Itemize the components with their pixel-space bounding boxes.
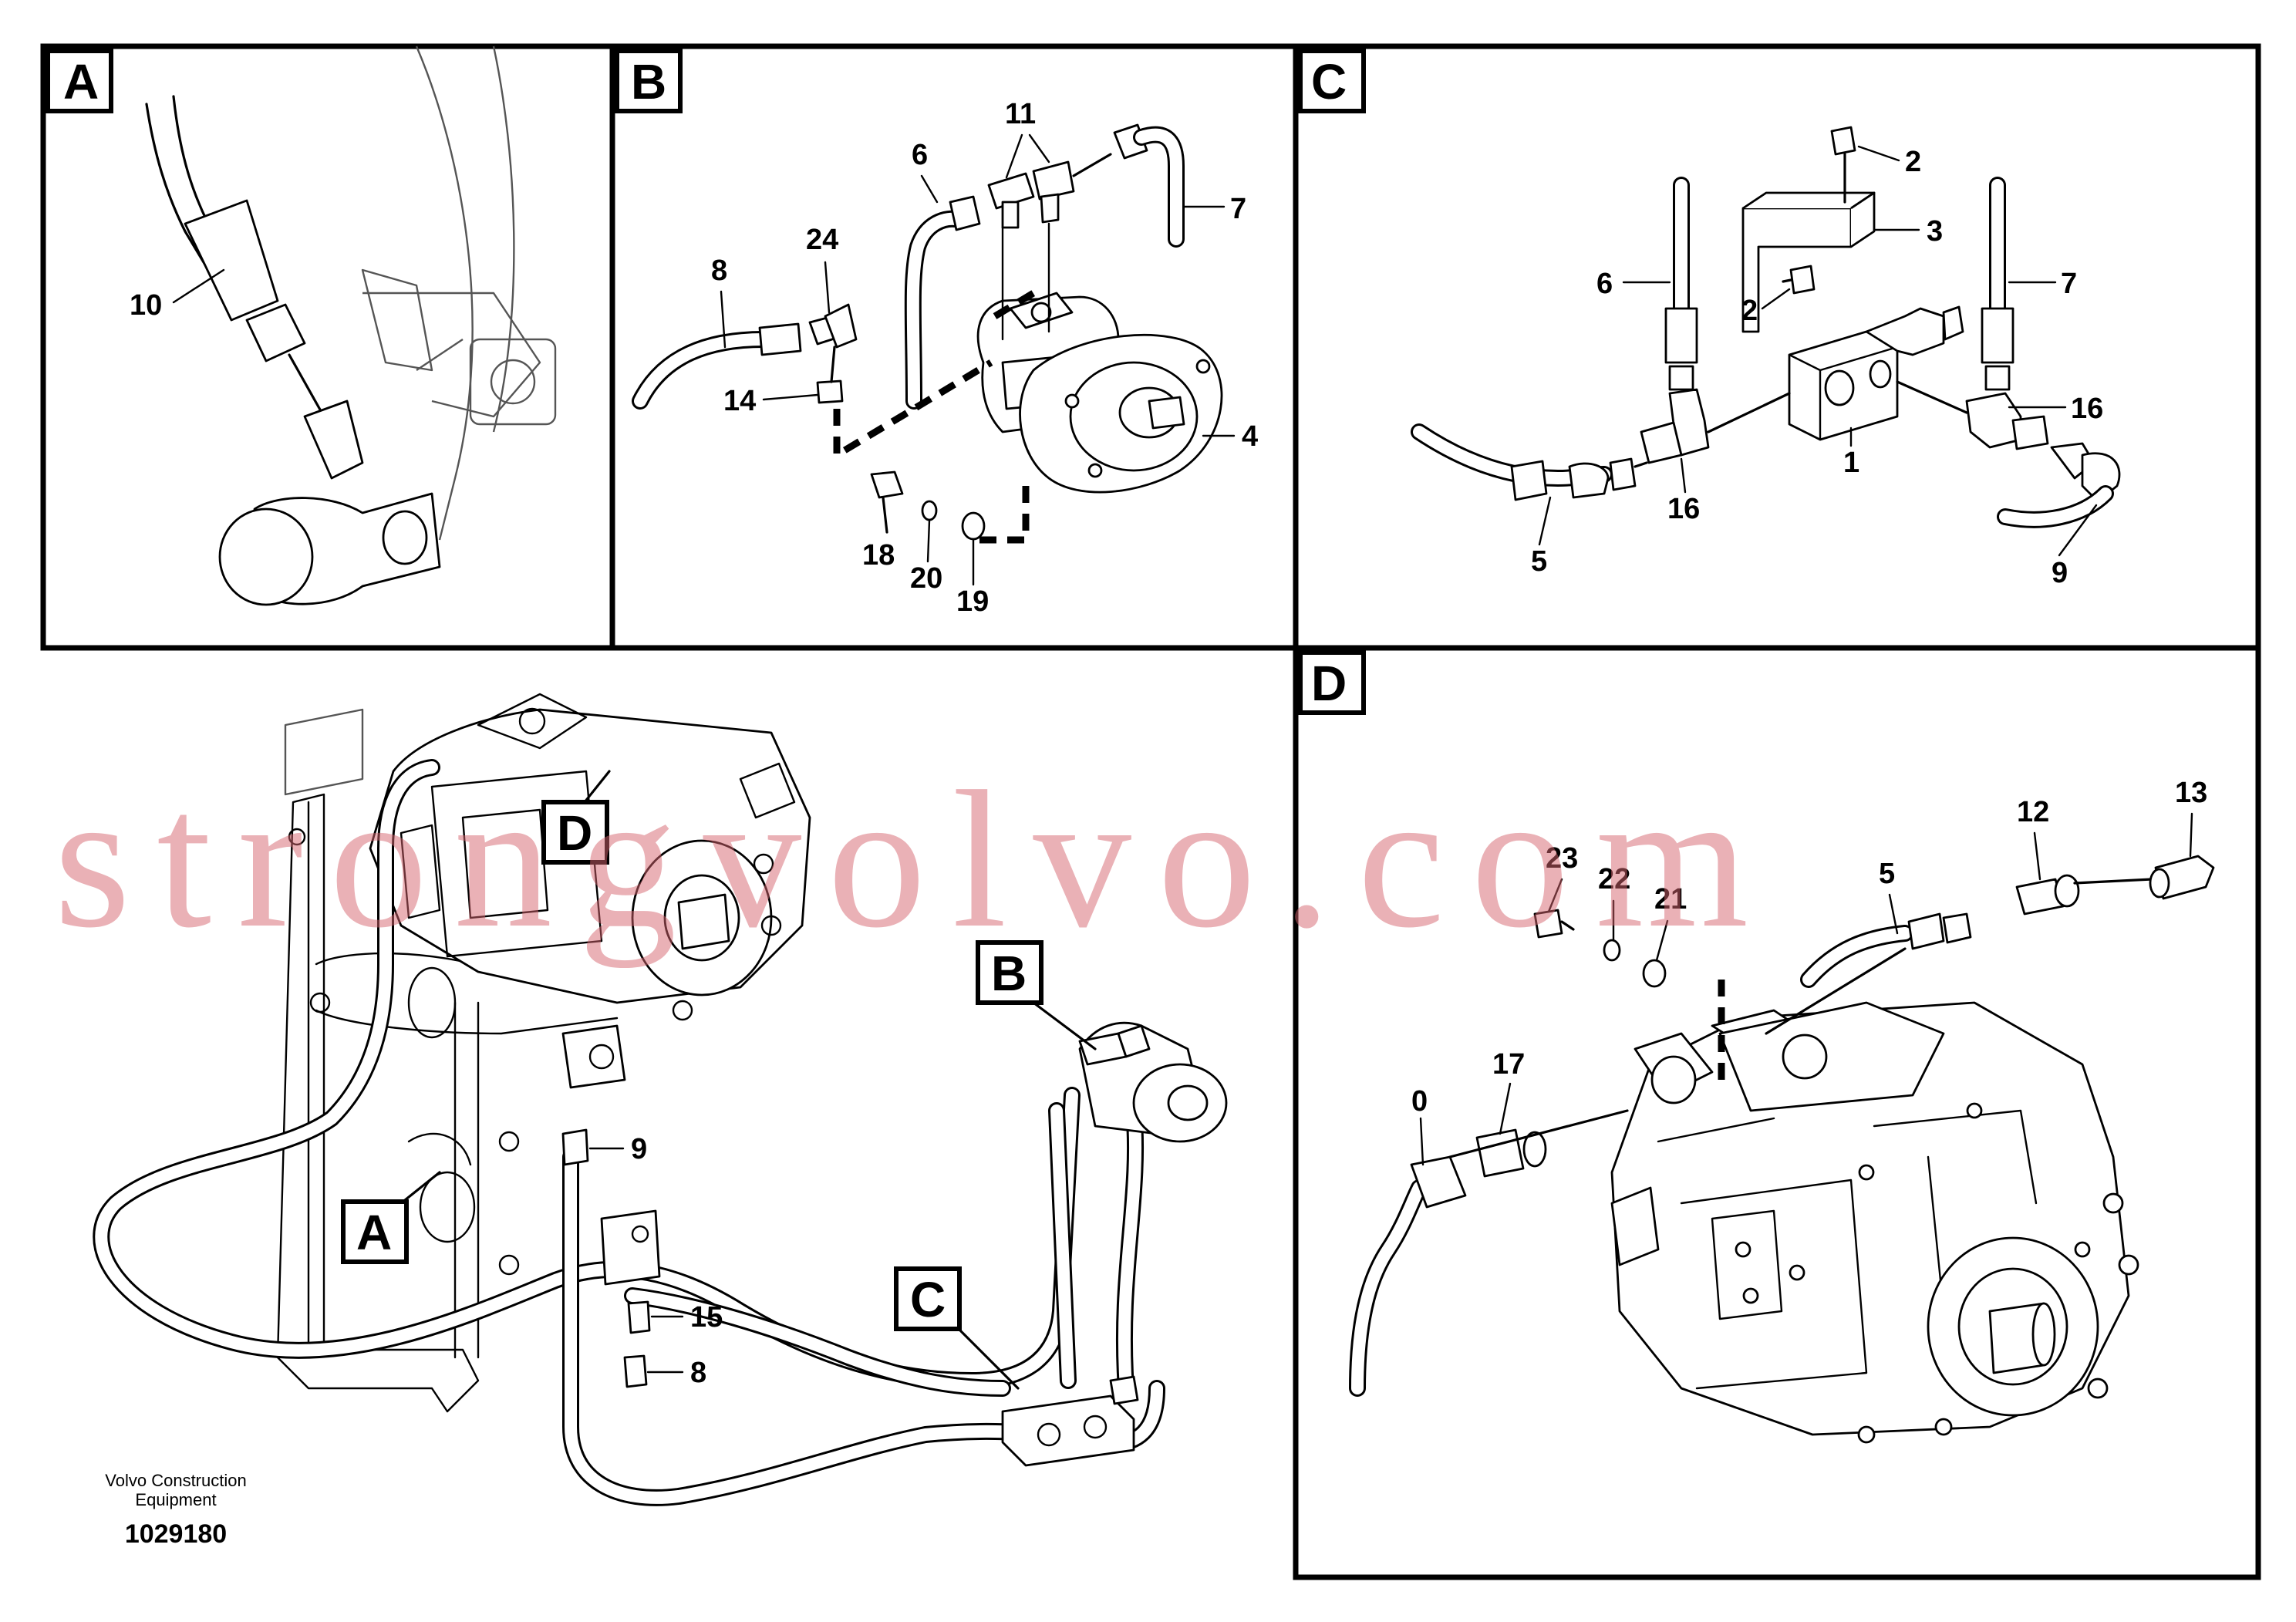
- callout-5: 5: [1531, 545, 1547, 578]
- overview-fitting-15: [627, 1300, 651, 1334]
- hose-d-nut: [1410, 1155, 1467, 1209]
- callout-9: 9: [2052, 557, 2068, 589]
- washer-20: [921, 500, 938, 521]
- pipe-a-cap: [218, 508, 314, 606]
- hose-6-nut: [949, 195, 981, 231]
- callout-7: 7: [2061, 268, 2077, 300]
- panel-b: B: [615, 49, 1258, 618]
- overview-fitting-8: [623, 1354, 648, 1388]
- panel-b-letter-box: [615, 49, 683, 113]
- callout-22: 22: [1598, 863, 1630, 895]
- marker-b: B: [991, 946, 1027, 1001]
- elbow-a: [303, 400, 364, 480]
- pipe-a-port: [382, 510, 428, 565]
- hose-5-fitting: [1907, 912, 1945, 950]
- marker-d-leader: [583, 770, 611, 804]
- tee-11-left: [987, 172, 1035, 210]
- hose-7-fitting: [1981, 307, 2014, 364]
- panel-d-letter: D: [1311, 656, 1347, 711]
- marker-b-leader: [1032, 1001, 1097, 1050]
- callout-14: 14: [723, 385, 756, 417]
- callout-15: 15: [690, 1301, 723, 1334]
- callout-2-side: 2: [1741, 295, 1758, 327]
- bolt-2-top: [1830, 126, 1856, 156]
- callout-20: 20: [910, 562, 942, 595]
- panel-a: A 10: [46, 46, 557, 606]
- fitting-14: [816, 379, 844, 404]
- callout-23: 23: [1546, 842, 1578, 875]
- hose-a-sleeve: [184, 199, 279, 322]
- hose-6-fitting: [1664, 307, 1698, 364]
- callout-8: 8: [711, 255, 727, 287]
- marker-b-box: [976, 940, 1043, 1005]
- panel-b-letter: B: [631, 54, 666, 110]
- callout-11: 11: [1005, 98, 1036, 130]
- panel-a-letter: A: [63, 54, 99, 110]
- callout-7: 7: [1230, 193, 1246, 225]
- callout-4: 4: [1242, 420, 1258, 453]
- panel-d-letter-box: [1298, 650, 1366, 715]
- hose-a-nut: [245, 303, 306, 363]
- tee-11-right: [1032, 160, 1075, 201]
- marker-c-leader: [955, 1325, 1020, 1390]
- hose-8-fitting: [758, 322, 802, 356]
- marker-c-box: [894, 1266, 962, 1331]
- panel-d: D: [1298, 650, 2215, 1444]
- pump-4-shaft: [1148, 396, 1185, 430]
- callout-21: 21: [1654, 883, 1687, 916]
- washer-22: [1603, 939, 1621, 962]
- marker-c: C: [910, 1272, 946, 1327]
- watermark: strongvolvo.com: [54, 751, 1775, 969]
- overview-block-c: [1001, 1394, 1135, 1467]
- callout-17: 17: [1492, 1048, 1525, 1081]
- callout-13: 13: [2175, 777, 2207, 809]
- credit-line-1: Volvo Construction: [105, 1471, 246, 1490]
- bolt-2-side: [1789, 265, 1816, 295]
- fitting-17: [1475, 1128, 1525, 1178]
- panel-frames: [40, 43, 2261, 1580]
- callout-1: 1: [1843, 447, 1859, 479]
- callout-9: 9: [631, 1133, 647, 1165]
- callout-8: 8: [690, 1357, 706, 1389]
- hose-5-elbow: [1568, 462, 1610, 499]
- callout-6: 6: [912, 139, 928, 171]
- callout-0: 0: [1411, 1085, 1428, 1118]
- overview-block: [600, 1209, 661, 1286]
- callout-19: 19: [956, 585, 989, 618]
- footer: Volvo Construction Equipment 1029180: [105, 1471, 246, 1549]
- callout-24: 24: [806, 224, 838, 256]
- main-pump-top: [1718, 1001, 1945, 1112]
- panel-c: C: [1298, 49, 2121, 589]
- marker-a-box: [341, 1199, 409, 1264]
- callout-18: 18: [862, 539, 895, 572]
- panel-c-letter-box: [1298, 49, 1366, 113]
- marker-a-leader: [400, 1171, 441, 1205]
- callout-10: 10: [130, 289, 162, 322]
- overview-fitting-9: [561, 1128, 589, 1166]
- callout-16-right: 16: [2071, 393, 2103, 425]
- bolt-18: [870, 470, 904, 499]
- callout-leader: [172, 268, 225, 304]
- credit-line-2: Equipment: [135, 1490, 216, 1509]
- callout-12: 12: [2017, 796, 2049, 828]
- washer-19: [961, 511, 986, 541]
- callout-5: 5: [1879, 858, 1895, 890]
- callout-16-left: 16: [1667, 493, 1700, 525]
- overview: D B A C 9 15 8: [93, 693, 1228, 1506]
- marker-d-box: [541, 800, 609, 865]
- marker-d: D: [557, 805, 592, 861]
- washer-21: [1642, 959, 1667, 988]
- panel-c-letter: C: [1311, 54, 1347, 110]
- callout-3: 3: [1927, 215, 1943, 248]
- callout-6: 6: [1596, 268, 1613, 300]
- callout-2-top: 2: [1905, 146, 1921, 178]
- bolt-23: [1533, 909, 1563, 939]
- marker-a: A: [356, 1205, 392, 1260]
- document-number: 1029180: [125, 1519, 227, 1549]
- panel-a-letter-box: [46, 49, 113, 113]
